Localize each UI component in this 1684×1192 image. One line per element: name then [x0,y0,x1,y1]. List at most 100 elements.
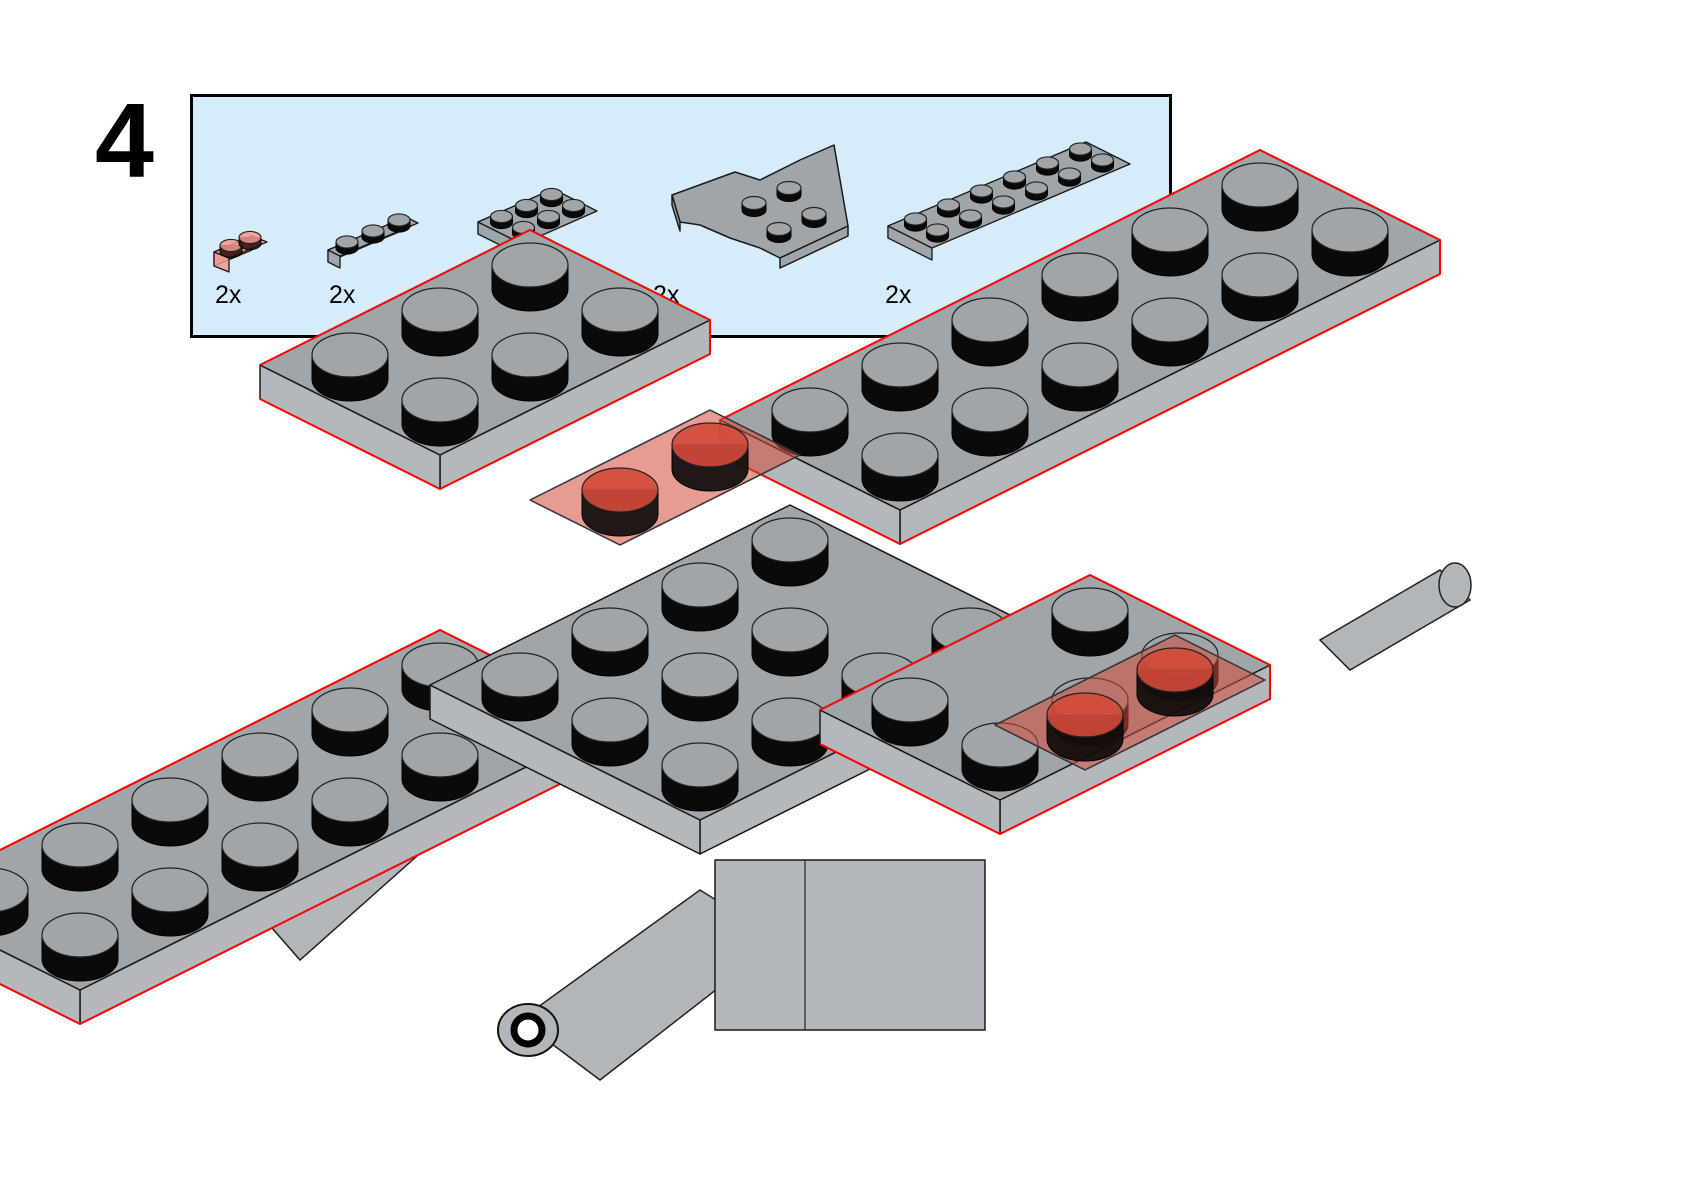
stud [311,687,389,757]
stud-top [871,677,949,723]
stud [771,387,849,457]
stud [951,387,1029,457]
stud-top [1068,142,1093,156]
new-part-outline [819,573,1271,836]
stud [561,198,586,219]
stud [661,742,739,812]
airplane-model-step-4 [0,148,1472,1081]
stud-top [1002,170,1027,184]
stud [1035,156,1060,176]
part-quantity: 2x [215,281,242,309]
stud-top [581,287,659,333]
stud [958,209,983,229]
stud [41,912,119,982]
stud-top [491,332,569,378]
stud [491,332,569,402]
stud [131,867,209,937]
engine-intake [510,1012,546,1048]
stud [481,652,559,722]
stud [221,732,299,802]
stud [387,213,411,233]
stud-top [1035,156,1060,170]
stud [489,209,514,230]
stud [1131,297,1209,367]
stud-top [751,517,829,563]
stud-top [401,287,479,333]
stud-top [491,242,569,288]
stud [861,342,939,412]
stud [671,422,749,492]
stud [1024,181,1049,201]
stud-top [741,195,767,211]
parts-icons [213,141,1131,273]
stud [401,287,479,357]
wing-wedge-left [259,228,711,491]
stud [401,732,479,802]
stud-top [581,467,659,513]
stud-top [489,209,514,224]
stud-top [936,198,961,212]
stud-top [969,184,994,198]
stud [861,432,939,502]
stud [1221,252,1299,322]
stud-top [671,422,749,468]
stud-top [1131,207,1209,253]
stud-top [661,652,739,698]
rear-rod [1318,562,1472,671]
part-icon-wedge-plate-3x4 [671,144,849,269]
stud [335,235,359,255]
center-block [714,859,986,1031]
stud [951,297,1029,367]
step-number: 4 [95,82,154,200]
stud-top [311,687,389,733]
stud [238,230,262,251]
stud [1041,342,1119,412]
stud-top [776,180,802,196]
part-icon-plate-1x2-trans-red [213,230,268,273]
stud [751,607,829,677]
stud [925,223,950,243]
stud [661,562,739,632]
stud-top [903,212,928,226]
stud-top [387,213,411,227]
stud [661,652,739,722]
stud [514,198,539,219]
stud-top [311,777,389,823]
stud [571,697,649,767]
stud-top [661,742,739,788]
stud [1046,692,1124,762]
stud [1221,162,1299,232]
stud [0,868,29,936]
stud-top [571,697,649,743]
stud [361,224,385,244]
part-quantity: 2x [329,281,356,309]
stud [969,184,994,204]
stud-top [1046,692,1124,738]
stud [581,287,659,357]
part-quantity: 2x [885,281,912,309]
new-part-outline [719,148,1441,546]
stud [871,677,949,747]
stud-top [481,652,559,698]
stud [491,242,569,312]
plate-2x6-upper [719,148,1441,546]
stud-top [861,432,939,478]
stud-top [958,209,983,223]
stud-top [514,198,539,213]
stud-top [1041,252,1119,298]
stud-top [751,607,829,653]
stud-top [1051,587,1129,633]
stud [1311,207,1389,277]
stud-top [401,732,479,778]
stud-top [536,209,561,224]
stud-top [951,387,1029,433]
stud-top [311,332,389,378]
stud [536,209,561,230]
stud-top [1221,162,1299,208]
stud [751,517,829,587]
stud-top [571,607,649,653]
stud-top [335,235,359,249]
stud-top [771,387,849,433]
stud-top [861,342,939,388]
